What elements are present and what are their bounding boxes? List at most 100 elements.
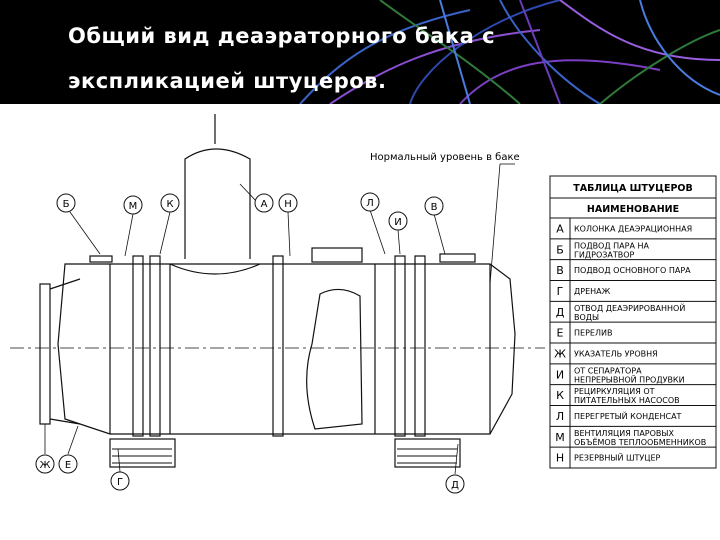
partition xyxy=(394,255,406,437)
swirl-line xyxy=(439,0,471,104)
callout-circle xyxy=(445,474,465,494)
swirl-line xyxy=(459,59,661,104)
gauge-piping xyxy=(49,278,81,425)
callout-circle xyxy=(35,454,55,474)
callout-label: В xyxy=(431,202,438,213)
internal-chamber xyxy=(306,288,363,430)
table-row-name: ОТ СЕПАРАТОРА xyxy=(574,366,642,375)
partition xyxy=(149,255,161,437)
table-row-letter: Л xyxy=(556,410,564,423)
table-row-name: ДРЕНАЖ xyxy=(574,287,611,296)
callout-label: И xyxy=(394,217,401,228)
table-row-name: ПОДВОД ОСНОВНОГО ПАРА xyxy=(574,266,691,275)
table-row-letter: Ж xyxy=(554,347,566,360)
table-row-name: ПОДВОД ПАРА НА xyxy=(574,241,649,250)
table-row-name-cont: ВОДЫ xyxy=(574,313,599,322)
table-title: ТАБЛИЦА ШТУЦЕРОВ xyxy=(573,183,693,194)
swirl-line xyxy=(409,0,561,104)
callout-label: Г xyxy=(117,477,123,488)
leader-line xyxy=(67,425,79,455)
deaerator-tank-drawing: Нормальный уровень в баке Б М К А Н Л И … xyxy=(10,114,717,494)
callout-circle xyxy=(58,454,78,474)
partition xyxy=(272,255,284,437)
leader-line xyxy=(489,163,501,285)
callout-label: Н xyxy=(284,199,292,210)
leader-line xyxy=(159,211,171,255)
table-row-letter: И xyxy=(556,368,564,381)
swirl-line xyxy=(519,0,561,104)
manhole-cover xyxy=(311,247,363,263)
table-row-letter: Б xyxy=(556,243,564,256)
callout-circle xyxy=(388,211,408,231)
callout-label: Е xyxy=(65,460,71,471)
table-row-letter: В xyxy=(556,264,564,277)
callout-circle xyxy=(160,193,180,213)
page-title-line-2: экспликацией штуцеров. xyxy=(68,69,387,93)
swirl-line xyxy=(299,9,471,104)
support-left xyxy=(109,438,176,468)
support-hatching xyxy=(112,448,172,464)
table-row-name-cont: ПИТАТЕЛЬНЫХ НАСОСОВ xyxy=(574,396,680,405)
table-row-letter: Е xyxy=(557,327,564,340)
support-hatching xyxy=(397,448,457,464)
callout-circle xyxy=(360,192,380,212)
callout-circle xyxy=(110,471,130,491)
table-row-name-cont: ГИДРОЗАТВОР xyxy=(574,250,635,259)
tank-shell xyxy=(57,263,516,435)
level-gauge xyxy=(39,283,51,425)
table-row-letter: К xyxy=(556,389,564,402)
swirl-line xyxy=(379,0,521,104)
table-row-name: УКАЗАТЕЛЬ УРОВНЯ xyxy=(574,349,658,358)
table-row-name: РЕЗЕРВНЫЙ ШТУЦЕР xyxy=(574,452,661,463)
partition xyxy=(414,255,426,437)
leader-line xyxy=(397,229,401,255)
callout-circle xyxy=(123,195,143,215)
swirl-line xyxy=(329,29,541,104)
callout-label: Ж xyxy=(40,460,51,471)
nozzle-b xyxy=(89,255,113,263)
level-note: Нормальный уровень в баке xyxy=(370,152,520,163)
table-row-letter: Г xyxy=(557,285,564,298)
table-row-name: ОТВОД ДЕАЭРИРОВАННОЙ xyxy=(574,302,685,313)
table-row-name: ВЕНТИЛЯЦИЯ ПАРОВЫХ xyxy=(574,429,674,438)
callout-label: К xyxy=(166,199,173,210)
callout-circle xyxy=(56,193,76,213)
leader-line xyxy=(369,209,386,255)
leader-line xyxy=(69,211,101,255)
support-right xyxy=(394,438,461,468)
leader-line xyxy=(433,213,446,255)
table-row-letter: М xyxy=(555,431,565,444)
column-base xyxy=(169,263,261,275)
table-row-letter: А xyxy=(556,222,564,235)
title-banner: Общий вид деаэраторного бака с экспликац… xyxy=(0,0,720,104)
swirl-line xyxy=(559,0,720,61)
leader-line xyxy=(287,211,291,257)
leader-line xyxy=(454,443,459,475)
callout-circle xyxy=(254,193,274,213)
table-row-name: КОЛОНКА ДЕАЭРАЦИОННАЯ xyxy=(574,224,692,233)
callout-circle xyxy=(424,196,444,216)
callout-label: А xyxy=(261,199,268,210)
partition xyxy=(132,255,144,437)
swirl-line xyxy=(599,29,720,104)
table-row-letter: Н xyxy=(556,452,564,465)
leader-line xyxy=(239,183,258,203)
page-title-line-1: Общий вид деаэраторного бака с xyxy=(68,24,496,48)
table-row-letter: Д xyxy=(556,306,565,319)
table-row-name-cont: ОБЪЁМОВ ТЕПЛООБМЕННИКОВ xyxy=(574,437,706,447)
table-row-name: ПЕРЕГРЕТЫЙ КОНДЕНСАТ xyxy=(574,410,682,421)
table-row-name: РЕЦИРКУЛЯЦИЯ ОТ xyxy=(574,387,655,396)
nozzle-v xyxy=(439,253,476,263)
callout-label: Д xyxy=(451,480,459,491)
deaeration-column xyxy=(184,148,251,259)
callout-label: Б xyxy=(63,199,70,210)
leader-line xyxy=(117,448,121,473)
swirl-line xyxy=(639,0,720,96)
callout-circle xyxy=(278,193,298,213)
leader-line xyxy=(124,213,134,257)
callout-label: Л xyxy=(366,198,374,209)
callout-label: М xyxy=(129,201,138,212)
table-row-name-cont: НЕПРЕРЫВНОЙ ПРОДУВКИ xyxy=(574,373,685,384)
decorative-swirls xyxy=(299,0,720,104)
